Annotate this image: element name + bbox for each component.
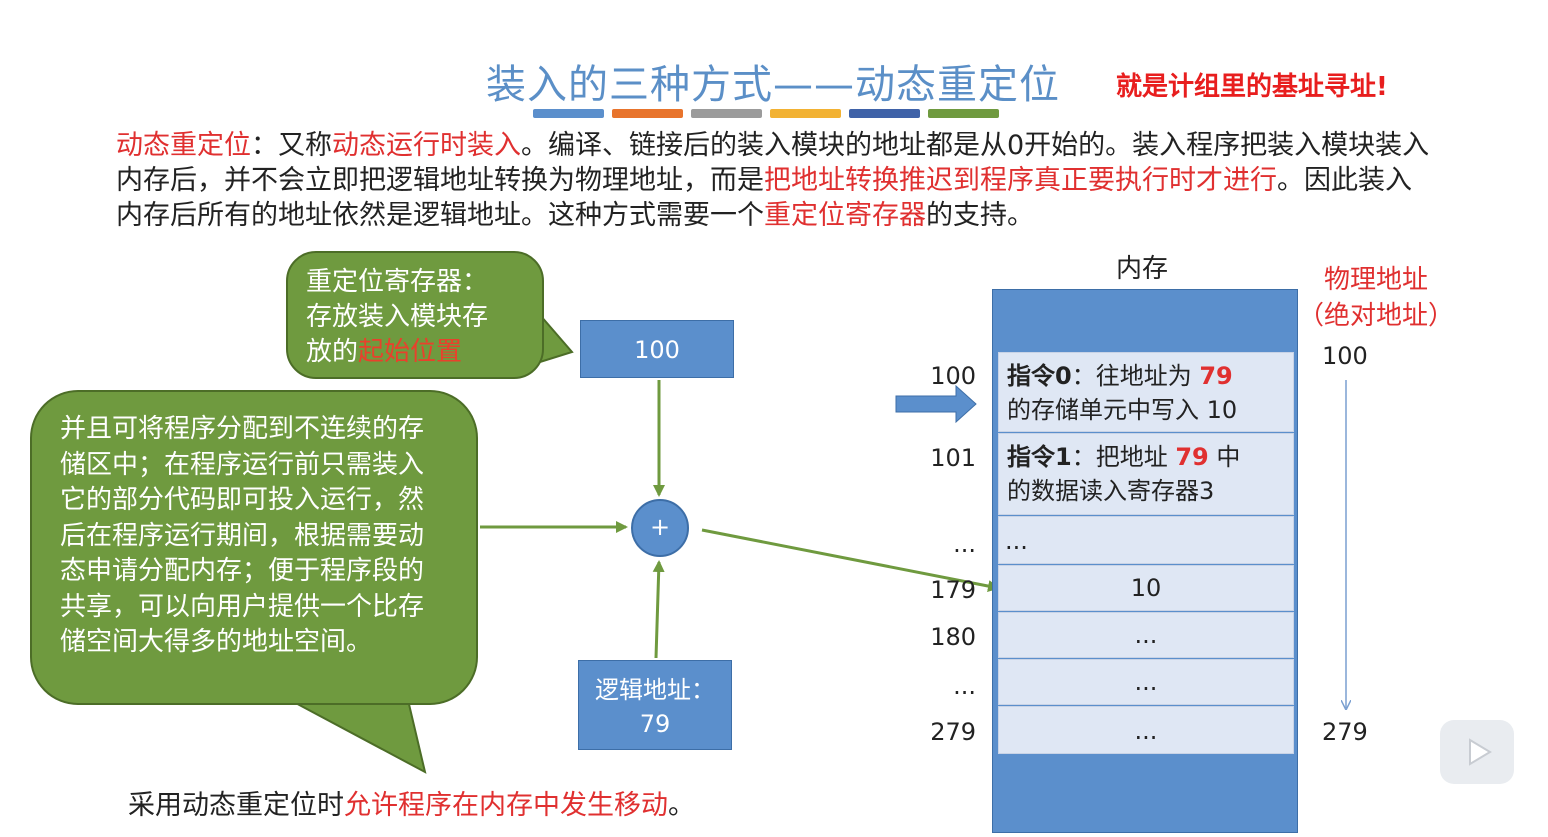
- accent-bar-3: [691, 109, 762, 118]
- bottom-note: 采用动态重定位时允许程序在内存中发生移动。: [128, 790, 695, 821]
- current-instruction-arrow: [895, 384, 977, 424]
- para-text-2: 。编译、链接后的装入模块的地址都是从0开始的。装入程序把装入模块装入内存后，并不…: [116, 130, 1430, 196]
- callout-benefits: 并且可将程序分配到不连续的存储区中；在程序运行前只需装入它的部分代码即可投入运行…: [30, 390, 478, 705]
- memory-cell-ellipsis-1: ...: [998, 516, 1294, 564]
- address-label-279: 279: [930, 718, 976, 746]
- memory-cell-180: ...: [998, 612, 1294, 658]
- play-icon: [1469, 738, 1492, 766]
- memory-cell-179: 10: [998, 565, 1294, 611]
- callout-register-tail: [539, 312, 574, 364]
- title-annotation: 就是计组里的基址寻址!: [1116, 72, 1388, 102]
- logical-address-label: 逻辑地址：: [595, 676, 715, 704]
- para-text-1: ：又称: [251, 130, 332, 161]
- accent-bar-5: [849, 109, 920, 118]
- accent-bar-2: [612, 109, 683, 118]
- callout-relocation-register: 重定位寄存器： 存放装入模块存 放的起始位置: [286, 251, 544, 379]
- address-label-100: 100: [930, 362, 976, 390]
- logical-address-value: 79: [639, 710, 671, 738]
- term-relocation-register: 重定位寄存器: [764, 200, 926, 231]
- callout-benefits-tail: [289, 699, 427, 774]
- para-text-3: 。因此装入内存后所有的地址依然是逻辑地址。这种方式需要一个: [116, 165, 1412, 231]
- callout-register-line1: 重定位寄存器：: [306, 267, 489, 297]
- physical-address-label: 物理地址 （绝对地址）: [1297, 265, 1454, 331]
- term-dynamic-relocation: 动态重定位: [116, 130, 251, 161]
- page-title: 装入的三种方式——动态重定位: [486, 62, 1060, 108]
- address-label-101: 101: [930, 444, 976, 472]
- memory-cell-101: 指令1：把地址 79 中 的数据读入寄存器3: [998, 433, 1294, 515]
- physical-address-start: 100: [1322, 342, 1368, 370]
- logical-to-adder-arrow: [652, 560, 665, 659]
- term-deferred-translation: 把地址转换推迟到程序真正要执行时才进行: [764, 165, 1277, 196]
- address-label-ellipsis-1: ...: [953, 530, 976, 558]
- relocation-register-box: 100: [580, 320, 734, 378]
- memory-cell-ellipsis-2: ...: [998, 659, 1294, 705]
- video-play-button[interactable]: [1440, 720, 1514, 784]
- address-label-ellipsis-2: ...: [953, 672, 976, 700]
- accent-bar-4: [770, 109, 841, 118]
- description-paragraph: 动态重定位：又称动态运行时装入。编译、链接后的装入模块的地址都是从0开始的。装入…: [116, 128, 1436, 233]
- address-label-180: 180: [930, 623, 976, 651]
- callout-register-line2: 存放装入模块存: [306, 302, 489, 332]
- term-dynamic-runtime-load: 动态运行时装入: [332, 130, 521, 161]
- callout-register-line3: 放的起始位置: [306, 337, 463, 367]
- memory-cell-279: ...: [998, 706, 1294, 754]
- adder-node: +: [631, 499, 689, 557]
- adder-to-memory-arrow: [701, 528, 1000, 592]
- para-text-4: 的支持。: [926, 200, 1034, 231]
- accent-bar-1: [533, 109, 604, 118]
- physical-address-end: 279: [1322, 718, 1368, 746]
- accent-bar-6: [928, 109, 999, 118]
- bottom-note-highlight: 允许程序在内存中发生移动: [344, 790, 668, 821]
- address-label-179: 179: [930, 576, 976, 604]
- memory-cell-100: 指令0：往地址为 79 的存储单元中写入 10: [998, 352, 1294, 432]
- memory-label: 内存: [1116, 254, 1169, 284]
- logical-address-box: 逻辑地址： 79: [578, 660, 732, 750]
- start-position-highlight: 起始位置: [358, 337, 463, 367]
